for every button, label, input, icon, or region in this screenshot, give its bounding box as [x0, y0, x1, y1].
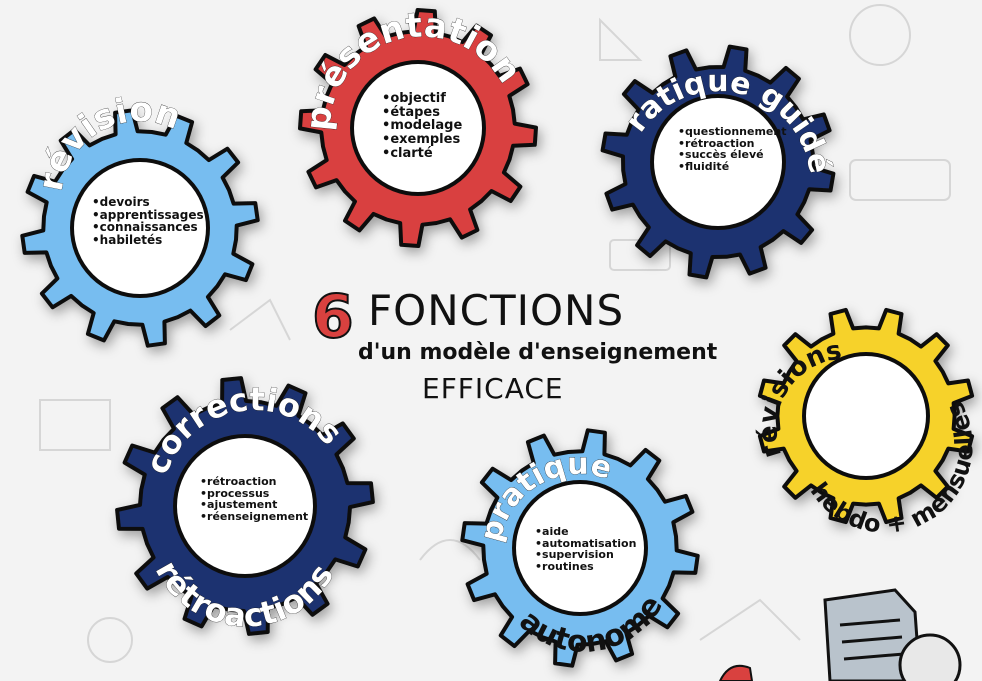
gear-hole-revision	[70, 158, 210, 298]
gear-hole-corrections	[173, 434, 317, 578]
list-item: •modelage	[382, 118, 463, 134]
title-main: FONCTIONS	[368, 286, 625, 335]
list-item: •automatisation	[535, 536, 637, 550]
gear-pratique-autonome	[460, 428, 700, 668]
title-number: 6	[311, 281, 355, 353]
list-item: •questionnement	[678, 125, 787, 138]
list-item: •ajustement	[200, 498, 278, 512]
list-item: •rétroaction	[200, 475, 277, 488]
diagram-title: 6 FONCTIONS d'un modèle d'enseignement E…	[300, 281, 760, 412]
gear-hole-revisions	[802, 352, 930, 480]
list-item: •routines	[535, 559, 594, 573]
list-item: •réenseignement	[200, 509, 309, 523]
gear-pratique-guidee	[600, 44, 836, 280]
list-item: •étapes	[382, 104, 440, 120]
gear-items-revision: •devoirs •apprentissages •connaissances …	[92, 196, 204, 246]
gear-items-corrections: •rétroaction •processus •ajustement •rée…	[200, 476, 308, 522]
gear-corrections	[115, 376, 375, 636]
list-item: •devoirs	[92, 195, 150, 209]
list-item: •connaissances	[92, 220, 198, 235]
list-item: •apprentissages	[92, 207, 204, 222]
gear-hole-pratique-autonome	[512, 480, 648, 616]
gear-items-pratique-autonome: •aide •automatisation •supervision •rout…	[535, 526, 636, 572]
gear-items-presentation: •objectif •étapes •modelage •exemples •c…	[382, 92, 462, 160]
list-item: •objectif	[382, 91, 446, 106]
document-icon	[718, 588, 962, 681]
gear-hole-pratique-guidee	[650, 94, 786, 230]
list-item: •habiletés	[92, 232, 163, 247]
gears-layer	[20, 8, 975, 668]
title-subtitle: d'un modèle d'enseignement	[358, 340, 718, 365]
gear-revision	[20, 108, 260, 348]
gear-revisions	[757, 307, 975, 525]
list-item: •exemples	[382, 131, 461, 147]
list-item: •rétroaction	[678, 136, 755, 150]
list-item: •succès élevé	[678, 148, 764, 162]
gear-hole-presentation	[350, 60, 486, 196]
list-item: •processus	[200, 486, 270, 500]
list-item: •aide	[535, 525, 569, 538]
gear-presentation	[298, 8, 538, 248]
list-item: •supervision	[535, 548, 614, 562]
title-subtitle-efficace: EFFICACE	[422, 372, 564, 405]
list-item: •clarté	[382, 145, 433, 161]
list-item: •fluidité	[678, 159, 730, 173]
gear-items-pratique-guidee: •questionnement •rétroaction •succès éle…	[678, 126, 786, 172]
